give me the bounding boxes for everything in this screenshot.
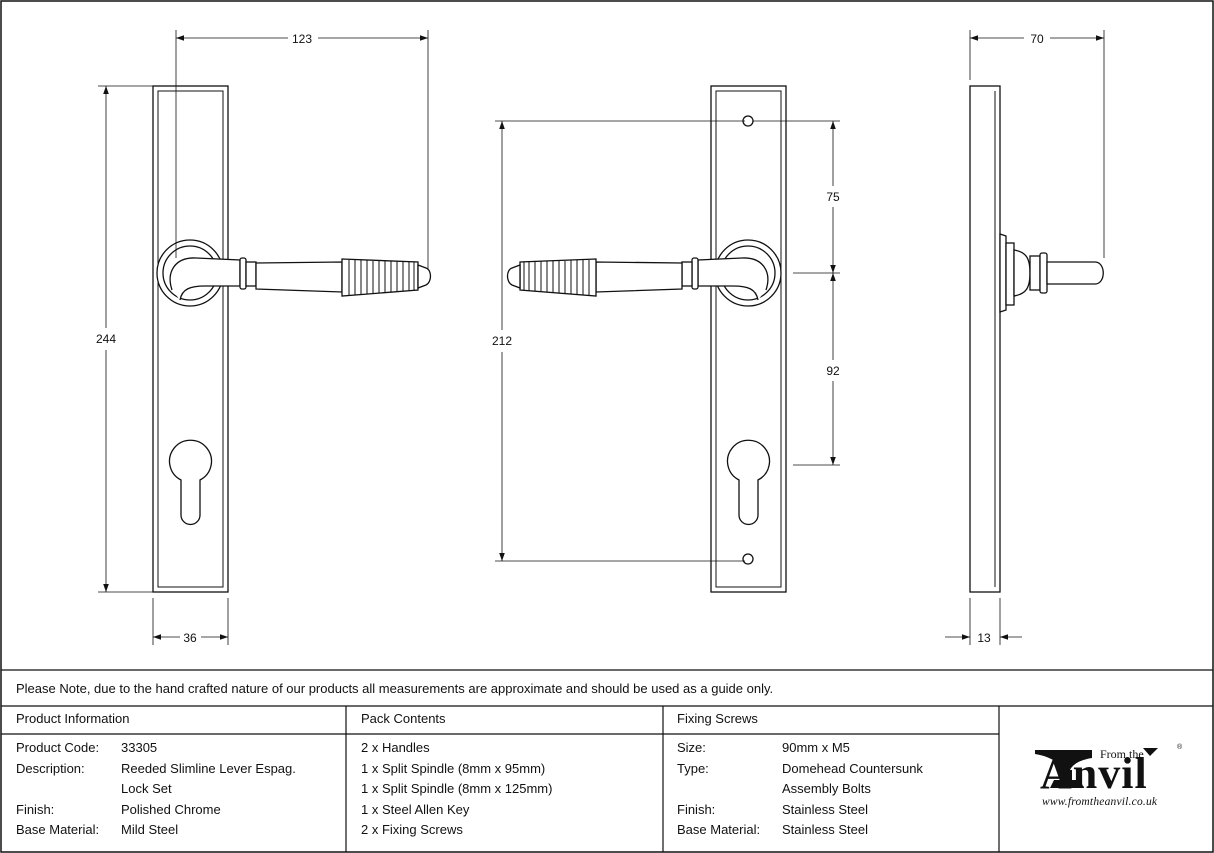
- side-lever-end: [1046, 261, 1104, 285]
- back-lever-shaft: [595, 261, 683, 293]
- brand-registered-mark: ®: [1177, 744, 1183, 751]
- side-backplate: [969, 85, 1001, 593]
- screw-size-value: 90mm x M5: [782, 740, 850, 755]
- screw-finish-label: Finish:: [677, 801, 716, 817]
- product-code-value: 33305: [121, 740, 158, 755]
- description-value: Reeded Slimline Lever Espag.: [121, 760, 296, 776]
- description-label: Description:: [16, 760, 85, 776]
- pack-item: 2 x Fixing Screws: [361, 822, 463, 837]
- front-lever-collar: [239, 257, 247, 290]
- description-value-cont: Lock Set: [121, 781, 172, 796]
- dim-side-depth: 13: [977, 631, 991, 645]
- fixing-screws-values: 90mm x M5 Domehead Countersunk Assembly …: [782, 738, 923, 841]
- front-backplate: [152, 85, 229, 593]
- screw-base-material-label: Base Material:: [677, 822, 761, 837]
- front-lever-ring: [245, 261, 257, 287]
- description-label-cont: [16, 779, 99, 800]
- fixing-screws-labels: Size: Type: Finish: Base Material:: [677, 738, 760, 841]
- screw-finish-value: Stainless Steel: [782, 801, 868, 817]
- side-boss: [1013, 249, 1031, 297]
- back-lever-collar: [691, 257, 699, 290]
- finish-label: Finish:: [16, 801, 55, 817]
- side-ring: [1039, 252, 1048, 294]
- pack-item: 1 x Split Spindle (8mm x 95mm): [361, 760, 546, 776]
- back-backplate: [710, 85, 787, 593]
- product-info-labels: Product Code: Description: Finish: Base …: [16, 738, 99, 841]
- screw-type-value: Domehead Countersunk: [782, 760, 923, 776]
- brand-from-the: From the: [1100, 747, 1144, 761]
- anvil-icon: [1035, 748, 1158, 788]
- dim-back-upper: 75: [826, 190, 840, 204]
- base-material-label: Base Material:: [16, 822, 100, 837]
- back-fixing-hole-bottom: [742, 553, 754, 565]
- side-rose-step: [1005, 242, 1015, 306]
- front-view: [98, 30, 432, 645]
- dim-back-total: 212: [492, 334, 512, 348]
- dim-front-width: 123: [292, 32, 312, 46]
- front-lever-reeds: [348, 260, 415, 295]
- back-lever-end: [506, 264, 521, 289]
- pack-item: 2 x Handles: [361, 740, 430, 755]
- measurement-note: Please Note, due to the hand crafted nat…: [16, 681, 774, 696]
- pack-item: 1 x Steel Allen Key: [361, 801, 470, 817]
- info-table-grid: [1, 669, 1213, 852]
- pack-item: 1 x Split Spindle (8mm x 125mm): [361, 781, 553, 796]
- screw-type-label: Type:: [677, 760, 709, 776]
- fixing-screws-heading: Fixing Screws: [677, 711, 758, 726]
- front-cylinder-cutout: [168, 439, 213, 526]
- brand-url: www.fromtheanvil.co.uk: [1042, 796, 1158, 808]
- screw-size-label: Size:: [677, 740, 706, 755]
- front-lever-shaft: [255, 261, 343, 293]
- side-collar: [1029, 255, 1041, 291]
- brand-name: Anvil: [1040, 749, 1148, 798]
- back-lever-grip: [519, 258, 597, 297]
- dim-front-height: 244: [96, 332, 116, 346]
- dim-side-width: 70: [1030, 32, 1044, 46]
- back-view: [495, 85, 840, 593]
- dim-back-lower: 92: [826, 364, 840, 378]
- product-info-heading: Product Information: [16, 711, 130, 726]
- front-backplate-bevel: [157, 90, 224, 588]
- front-lever-end: [417, 264, 432, 289]
- back-backplate-bevel: [715, 90, 782, 588]
- back-lever-reeds: [523, 260, 590, 295]
- pack-contents-heading: Pack Contents: [361, 711, 446, 726]
- product-info-values: 33305 Reeded Slimline Lever Espag. Lock …: [121, 738, 296, 841]
- front-lever-grip: [341, 258, 419, 297]
- dim-front-plate-width: 36: [183, 631, 197, 645]
- base-material-value: Mild Steel: [121, 822, 179, 837]
- back-cylinder-cutout: [726, 439, 771, 526]
- pack-contents-list: 2 x Handles 1 x Split Spindle (8mm x 95m…: [361, 738, 552, 841]
- screw-type-label-cont: [677, 779, 760, 800]
- side-rose: [999, 233, 1007, 313]
- finish-value: Polished Chrome: [121, 801, 221, 817]
- side-view: [945, 30, 1105, 645]
- screw-type-value-cont: Assembly Bolts: [782, 781, 871, 796]
- product-code-label: Product Code:: [16, 740, 100, 755]
- back-lever-ring: [681, 261, 693, 287]
- screw-base-material-value: Stainless Steel: [782, 822, 868, 837]
